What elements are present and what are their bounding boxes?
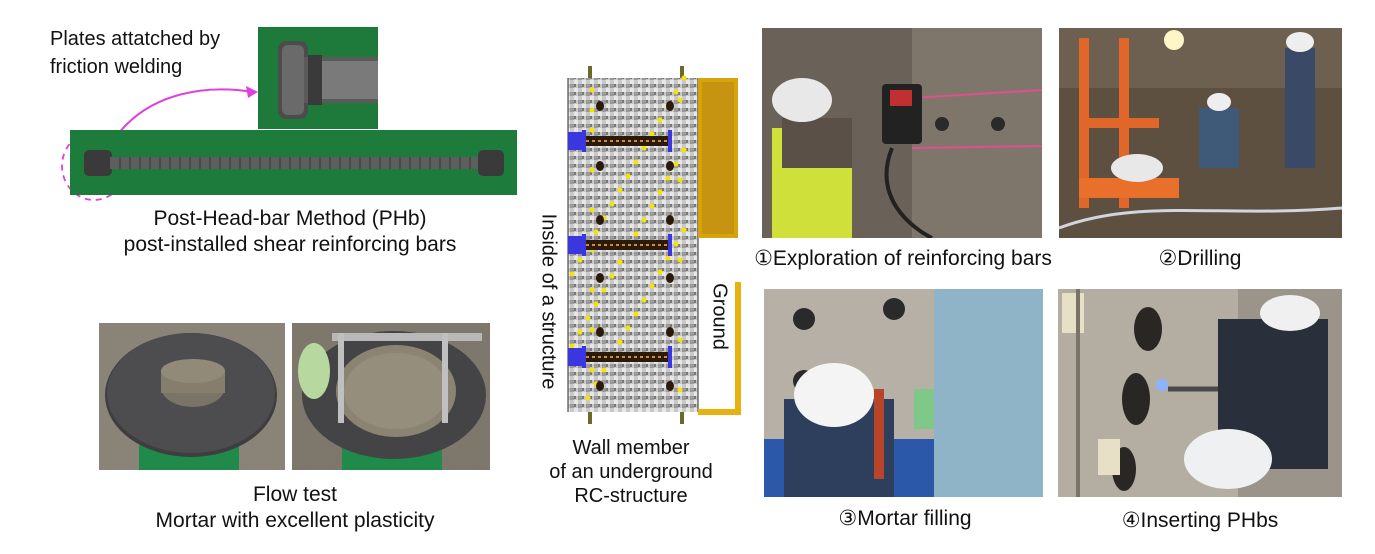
flow-test-photo-2: [292, 323, 490, 470]
friction-note-line2: friction welding: [50, 56, 183, 78]
step4-inserting-photo: [1058, 289, 1342, 497]
step1-label: ①Exploration of reinforcing bars: [754, 247, 1052, 270]
phb-caption-line1: Post-Head-bar Method (PHb): [153, 207, 427, 230]
wall-diagram: [530, 60, 745, 430]
phb-bar-2: [568, 234, 672, 256]
flow-caption: Flow test Mortar with excellent plastici…: [120, 482, 470, 534]
phb-bar-photo: [70, 130, 517, 195]
wall-caption-line2: of an underground: [549, 461, 713, 483]
flow-caption-line2: Mortar with excellent plasticity: [155, 509, 435, 532]
phb-bar-1: [568, 130, 672, 152]
step3-label: ③Mortar filling: [838, 507, 972, 530]
phb-caption: Post-Head-bar Method (PHb) post-installe…: [95, 206, 485, 258]
friction-note: Plates attatched by friction welding: [50, 25, 220, 81]
step1-exploration-photo: [762, 28, 1042, 238]
step4-label: ④Inserting PHbs: [1121, 509, 1279, 532]
phb-caption-line2: post-installed shear reinforcing bars: [123, 233, 457, 256]
step2-drilling-photo: [1059, 28, 1342, 238]
step3-mortar-filling-photo: [764, 289, 1043, 497]
wall-caption-line1: Wall member: [572, 437, 690, 459]
wall-caption: Wall member of an underground RC-structu…: [520, 436, 742, 508]
friction-note-line1: Plates attatched by: [50, 28, 221, 50]
phb-bar-3: [568, 346, 672, 368]
ground-label: Ground: [708, 283, 731, 350]
wall-caption-line3: RC-structure: [574, 485, 688, 507]
flow-caption-line1: Flow test: [252, 483, 338, 506]
inside-structure-label: Inside of a structure: [537, 213, 560, 390]
flow-test-photo-1: [99, 323, 285, 470]
step2-label: ②Drilling: [1158, 247, 1242, 270]
friction-weld-closeup-photo: [258, 27, 378, 129]
